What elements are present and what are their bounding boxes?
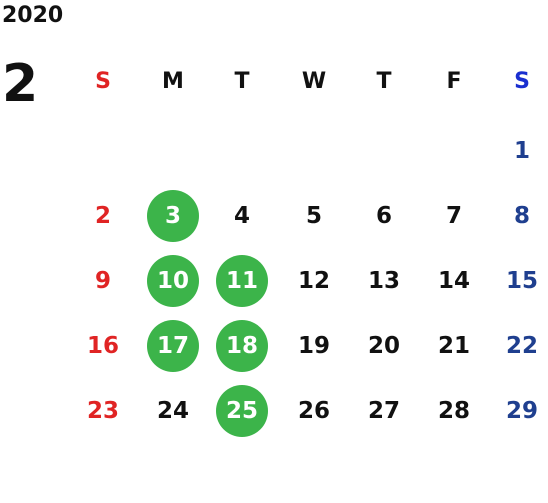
weekday-tuesday: T xyxy=(234,68,250,94)
calendar-day[interactable]: 7 xyxy=(424,196,484,236)
day-number: 1 xyxy=(513,138,530,164)
weekday-sunday: S xyxy=(95,68,111,94)
calendar-day[interactable]: 26 xyxy=(284,391,344,431)
year-label: 2020 xyxy=(2,3,64,28)
calendar-day[interactable]: 4 xyxy=(212,196,272,236)
weekday-friday: F xyxy=(446,68,462,94)
day-number: 27 xyxy=(367,398,400,424)
calendar-day[interactable]: 16 xyxy=(73,326,133,366)
calendar-day[interactable]: 5 xyxy=(284,196,344,236)
calendar-day[interactable]: 21 xyxy=(424,326,484,366)
weekday-saturday: S xyxy=(514,68,530,94)
calendar-day[interactable]: 22 xyxy=(492,326,548,366)
day-number: 10 xyxy=(156,268,189,294)
day-number: 25 xyxy=(225,398,258,424)
day-number: 9 xyxy=(94,268,111,294)
day-number: 29 xyxy=(505,398,538,424)
day-number: 21 xyxy=(437,333,470,359)
day-number: 5 xyxy=(305,203,322,229)
day-number: 24 xyxy=(156,398,189,424)
calendar-day[interactable]: 2 xyxy=(73,196,133,236)
calendar-day[interactable]: 1 xyxy=(492,131,548,171)
calendar-day-highlighted[interactable]: 25 xyxy=(212,385,272,437)
calendar-day[interactable]: 24 xyxy=(143,391,203,431)
day-number: 8 xyxy=(513,203,530,229)
day-number: 22 xyxy=(505,333,538,359)
calendar-day-highlighted[interactable]: 11 xyxy=(212,255,272,307)
day-number: 20 xyxy=(367,333,400,359)
day-number: 16 xyxy=(86,333,119,359)
calendar-day[interactable]: 29 xyxy=(492,391,548,431)
calendar-day[interactable]: 28 xyxy=(424,391,484,431)
calendar-day[interactable]: 14 xyxy=(424,261,484,301)
weekday-monday: M xyxy=(162,68,184,94)
day-number: 2 xyxy=(94,203,111,229)
calendar-day-highlighted[interactable]: 17 xyxy=(143,320,203,372)
day-number: 13 xyxy=(367,268,400,294)
calendar-day[interactable]: 15 xyxy=(492,261,548,301)
calendar-day[interactable]: 19 xyxy=(284,326,344,366)
calendar-day[interactable]: 27 xyxy=(354,391,414,431)
calendar-day[interactable]: 13 xyxy=(354,261,414,301)
day-number: 23 xyxy=(86,398,119,424)
day-number: 7 xyxy=(445,203,462,229)
calendar-day[interactable]: 23 xyxy=(73,391,133,431)
calendar-day[interactable]: 12 xyxy=(284,261,344,301)
calendar-day-highlighted[interactable]: 10 xyxy=(143,255,203,307)
calendar-day[interactable]: 6 xyxy=(354,196,414,236)
calendar-day[interactable]: 20 xyxy=(354,326,414,366)
day-number: 18 xyxy=(225,333,258,359)
day-number: 14 xyxy=(437,268,470,294)
calendar-day[interactable]: 8 xyxy=(492,196,548,236)
day-number: 26 xyxy=(297,398,330,424)
day-number: 28 xyxy=(437,398,470,424)
day-number: 17 xyxy=(156,333,189,359)
day-number: 4 xyxy=(233,203,250,229)
day-number: 11 xyxy=(225,268,258,294)
month-number: 2 xyxy=(2,54,39,114)
weekday-thursday: T xyxy=(376,68,392,94)
day-number: 15 xyxy=(505,268,538,294)
day-number: 12 xyxy=(297,268,330,294)
calendar-day-highlighted[interactable]: 18 xyxy=(212,320,272,372)
calendar-day-highlighted[interactable]: 3 xyxy=(143,190,203,242)
calendar-day[interactable]: 9 xyxy=(73,261,133,301)
day-number: 3 xyxy=(164,203,181,229)
day-number: 19 xyxy=(297,333,330,359)
day-number: 6 xyxy=(375,203,392,229)
weekday-wednesday: W xyxy=(301,68,327,94)
